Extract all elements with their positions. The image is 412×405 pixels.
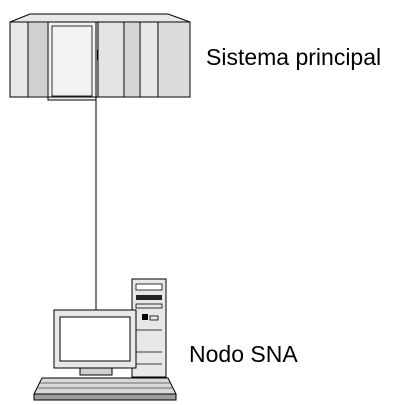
mainframe-icon — [9, 13, 191, 101]
mainframe-label: Sistema principal — [206, 44, 382, 70]
workstation-icon — [33, 278, 177, 401]
sna-node-label: Nodo SNA — [189, 341, 298, 367]
